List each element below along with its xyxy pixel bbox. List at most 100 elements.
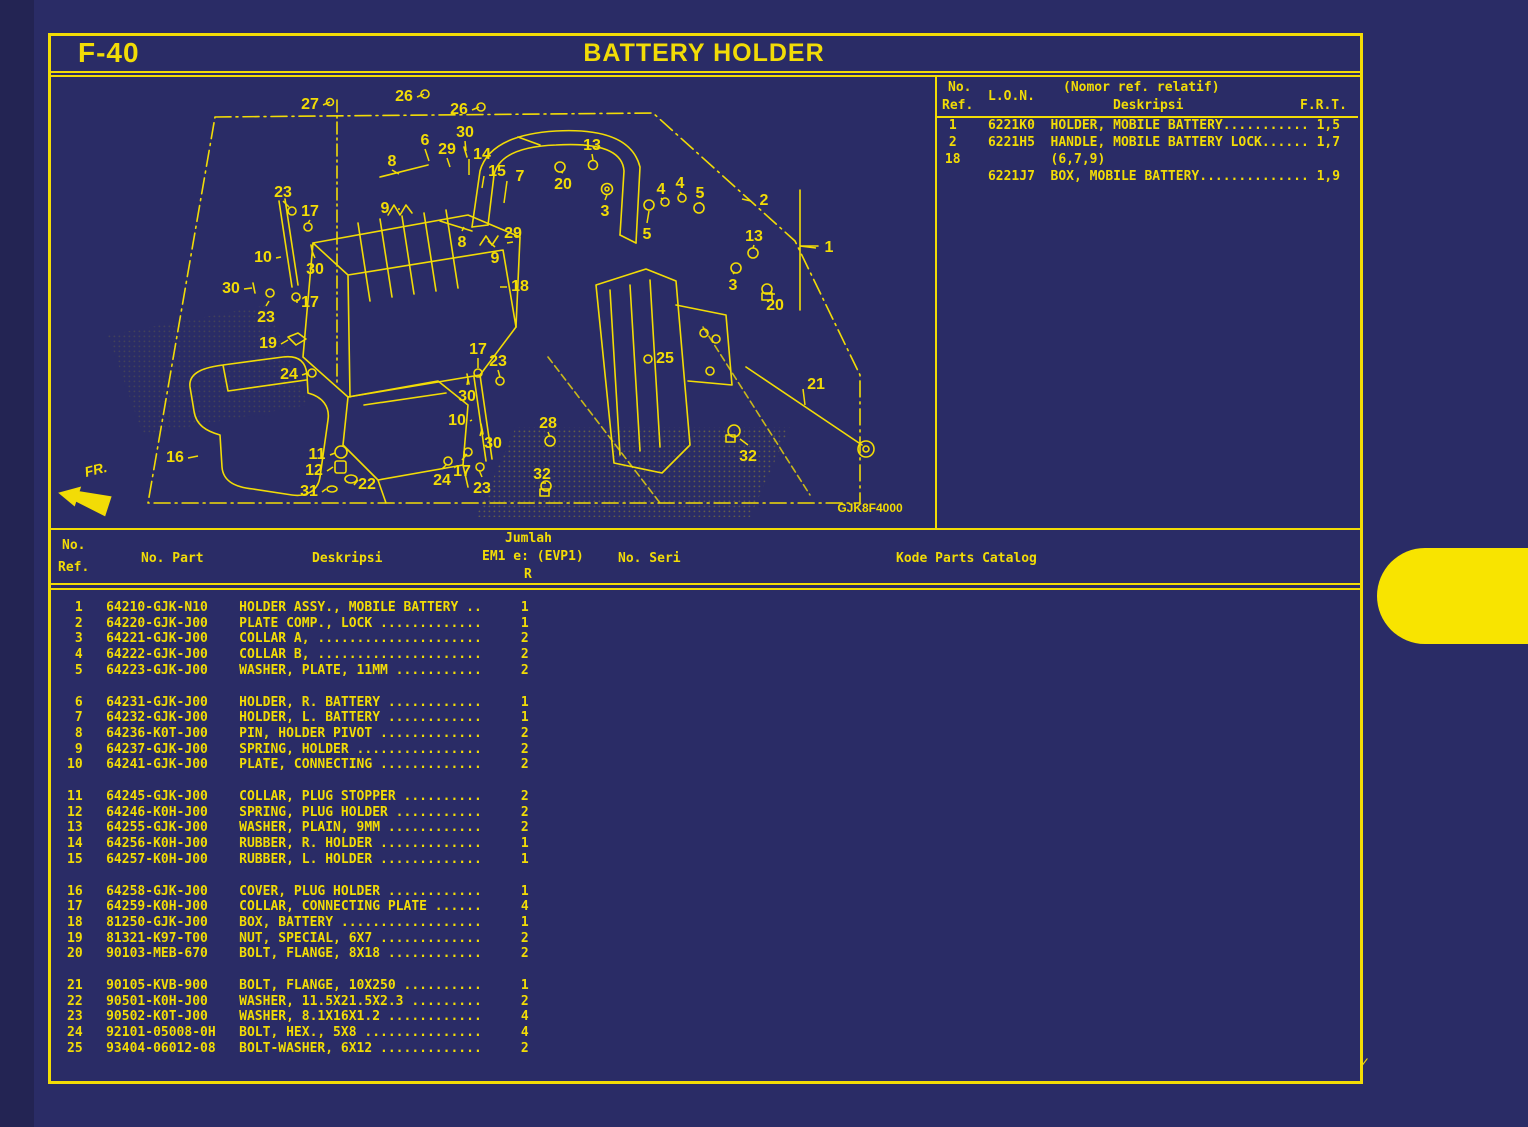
parts-header-part: No. Part xyxy=(141,551,204,566)
callout-number: 17 xyxy=(453,463,471,480)
page-code: F-40 xyxy=(78,37,140,68)
callout-number: 32 xyxy=(739,448,757,465)
parts-header-ref: Ref. xyxy=(58,560,90,575)
callout-leader-line xyxy=(732,271,736,275)
lon-header-ref: Ref. xyxy=(942,98,974,113)
callout-leader-line xyxy=(469,419,473,422)
lon-header-no: No. xyxy=(948,80,972,95)
callout-leader-line xyxy=(560,171,564,174)
callout-leader-line xyxy=(446,157,451,168)
callout-leader-line xyxy=(441,463,448,470)
callout-leader-line xyxy=(679,191,683,195)
parts-header-seri: No. Seri xyxy=(618,551,681,566)
callout-number: 24 xyxy=(433,472,451,489)
callout-number: 29 xyxy=(504,225,522,242)
callout-number: 14 xyxy=(473,146,491,163)
callout-number: 16 xyxy=(166,449,184,466)
callout-leader-line xyxy=(478,469,483,478)
callout-leader-line xyxy=(321,488,327,493)
callout-leader-line xyxy=(187,455,199,459)
lon-header-rule xyxy=(936,116,1358,118)
callout-number: 13 xyxy=(583,137,601,154)
callout-number: 18 xyxy=(511,278,529,295)
callout-number: 30 xyxy=(484,435,502,452)
assembly-boundary xyxy=(147,112,861,504)
callout-leader-line xyxy=(739,438,749,446)
callout-leader-line xyxy=(424,148,430,162)
callout-leader-line xyxy=(604,194,608,201)
callout-number: 20 xyxy=(554,176,572,193)
header-double-rule xyxy=(48,75,1360,77)
callout-number: 19 xyxy=(259,335,277,352)
callout-number: 28 xyxy=(539,415,557,432)
callout-number: 9 xyxy=(381,200,390,217)
callout-number: 23 xyxy=(274,184,292,201)
callout-leader-line xyxy=(481,175,485,189)
callout-number: 10 xyxy=(448,412,466,429)
callout-number: 23 xyxy=(473,480,491,497)
halftone-watermark-2 xyxy=(108,305,308,435)
callout-number: 17 xyxy=(469,341,487,358)
callout-leader-line xyxy=(391,169,400,175)
section-bookmark-tab[interactable] xyxy=(1377,548,1528,644)
callout-number: 32 xyxy=(533,466,551,483)
callout-number: 9 xyxy=(491,250,500,267)
parts-header-no: No. xyxy=(62,538,86,553)
callout-number: 15 xyxy=(488,163,506,180)
callout-number: 11 xyxy=(309,446,326,463)
callout-leader-line xyxy=(591,153,594,161)
callout-number: 26 xyxy=(395,88,413,105)
callout-number: 17 xyxy=(301,203,319,220)
callout-number: 23 xyxy=(489,353,507,370)
callout-number: 30 xyxy=(222,280,240,297)
callout-leader-line xyxy=(280,339,289,345)
callout-number: 3 xyxy=(601,203,610,220)
callout-number: 1 xyxy=(825,239,834,256)
callout-number: 30 xyxy=(306,261,324,278)
callout-leader-line xyxy=(326,466,334,472)
callout-number: 8 xyxy=(388,153,397,170)
callout-number: 5 xyxy=(643,226,652,243)
callout-leader-line xyxy=(301,372,309,376)
callout-leader-line xyxy=(547,431,551,438)
header-band xyxy=(48,33,1360,73)
callout-leader-line xyxy=(506,241,514,244)
callout-leader-line xyxy=(741,198,752,202)
callout-leader-line xyxy=(275,256,282,259)
cover-part-sketch xyxy=(189,355,330,497)
callout-leader-line xyxy=(282,200,290,208)
diagram-table-divider xyxy=(935,77,937,528)
callout-leader-line xyxy=(752,244,755,249)
callout-leader-line xyxy=(322,101,331,106)
left-shadow-strip xyxy=(0,0,34,1127)
diagram-code: GJK8F4000 xyxy=(837,501,903,515)
callout-number: 4 xyxy=(676,175,685,192)
callout-number: 4 xyxy=(657,181,666,198)
parts-header-desk: Deskripsi xyxy=(312,551,383,566)
guide-line-1 xyxy=(547,356,661,504)
callout-number: 3 xyxy=(729,277,738,294)
parts-header-bottom-rule-2 xyxy=(48,588,1360,590)
fasteners-sketch xyxy=(252,89,875,497)
callout-leader-line xyxy=(353,479,359,486)
halftone-watermark xyxy=(476,427,790,517)
lon-header-frt: F.R.T. xyxy=(1300,98,1347,113)
callout-number: 13 xyxy=(745,228,763,245)
